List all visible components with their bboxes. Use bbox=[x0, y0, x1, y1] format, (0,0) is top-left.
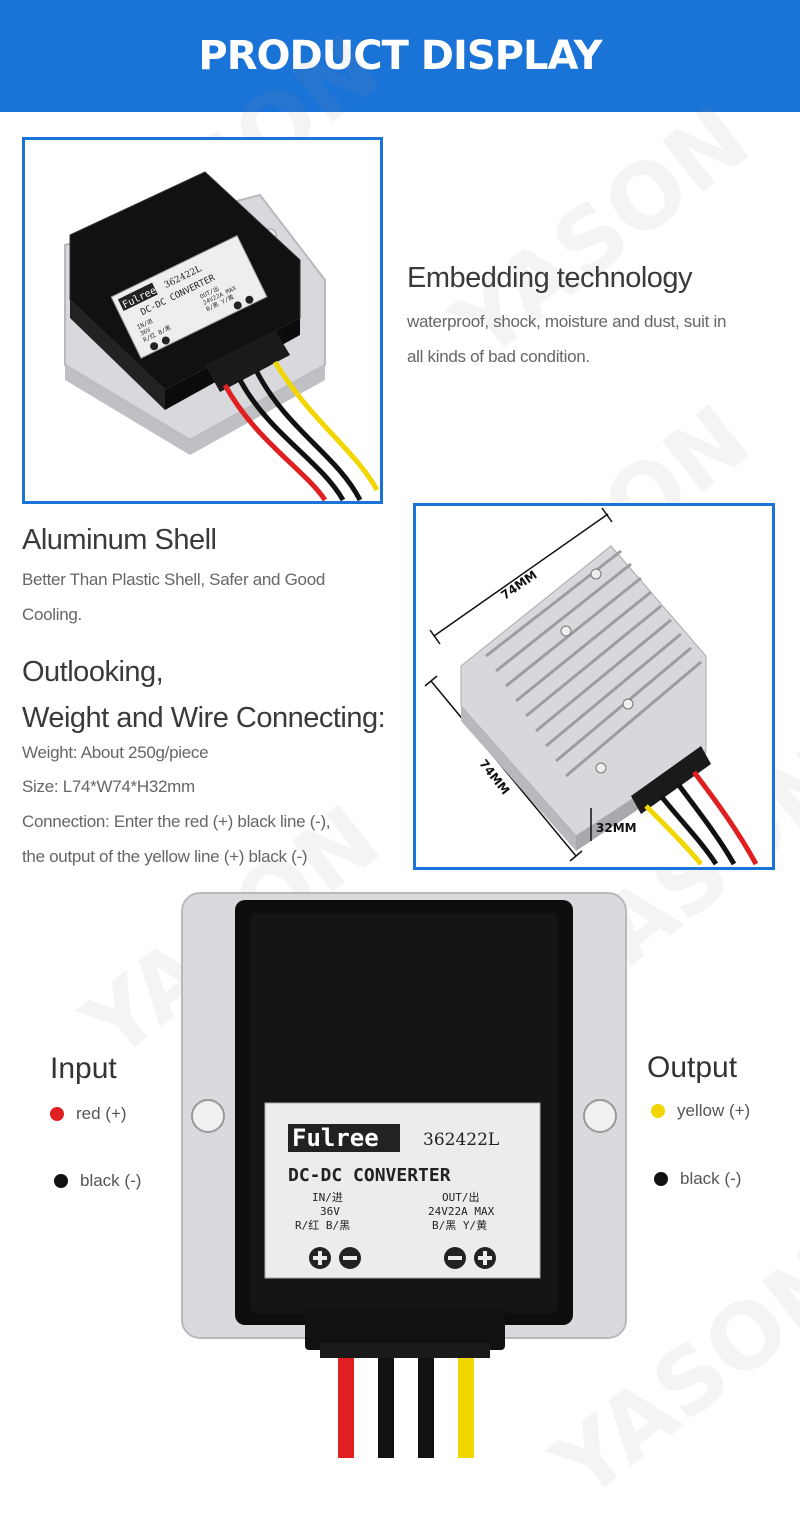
black-dot-icon bbox=[54, 1174, 68, 1188]
aluminum-desc-line2: Cooling. bbox=[22, 605, 82, 624]
aluminum-title: Aluminum Shell bbox=[22, 524, 217, 556]
connection-text-line2: the output of the yellow line (+) black … bbox=[22, 847, 308, 866]
watermark: YASON bbox=[434, 85, 769, 380]
plus-icon bbox=[309, 1247, 331, 1269]
plus-icon bbox=[474, 1247, 496, 1269]
small-label-in-voltage: 36V bbox=[139, 326, 152, 337]
input-red-label: red (+) bbox=[76, 1104, 127, 1123]
label-out-rating: 24V22A MAX bbox=[428, 1205, 495, 1218]
weight-text: Weight: About 250g/piece bbox=[22, 743, 209, 762]
converter-front-image: Fulree 362422L DC-DC CONVERTER IN/进 36V … bbox=[64, 171, 380, 501]
size-text: Size: L74*W74*H32mm bbox=[22, 777, 195, 796]
dimension-height: 32MM bbox=[596, 821, 637, 835]
embedding-title: Embedding technology bbox=[407, 262, 693, 294]
label-brand: Fulree bbox=[292, 1124, 379, 1152]
input-black-label: black (-) bbox=[80, 1171, 142, 1190]
output-yellow-label: yellow (+) bbox=[677, 1101, 751, 1120]
label-out-wires: B/黑 Y/黄 bbox=[432, 1218, 487, 1232]
label-out-title: OUT/出 bbox=[442, 1190, 480, 1204]
outlooking-title-line2: Weight and Wire Connecting: bbox=[22, 702, 386, 734]
output-yellow-item: yellow (+) bbox=[651, 1101, 750, 1121]
dimension-length: 74MM bbox=[498, 568, 539, 603]
product-photo-front: Fulree 362422L DC-DC CONVERTER IN/进 36V … bbox=[22, 137, 383, 504]
embedding-desc-line1: waterproof, shock, moisture and dust, su… bbox=[407, 312, 727, 331]
connection-text-line1: Connection: Enter the red (+) black line… bbox=[22, 812, 331, 831]
output-black-label: black (-) bbox=[680, 1169, 742, 1188]
input-title: Input bbox=[50, 1052, 117, 1085]
embedding-desc-line2: all kinds of bad condition. bbox=[407, 347, 590, 366]
page-header: PRODUCT DISPLAY bbox=[0, 0, 800, 112]
input-red-item: red (+) bbox=[50, 1104, 127, 1124]
label-in-title: IN/进 bbox=[312, 1191, 343, 1204]
heatsink-dimension-image: 74MM 74MM 32MM bbox=[424, 507, 759, 866]
input-black-item: black (-) bbox=[54, 1171, 141, 1191]
label-in-voltage: 36V bbox=[320, 1205, 340, 1218]
minus-icon bbox=[444, 1247, 466, 1269]
yellow-dot-icon bbox=[651, 1104, 665, 1118]
output-title: Output bbox=[647, 1051, 738, 1084]
outlooking-title-line1: Outlooking, bbox=[22, 656, 164, 688]
minus-icon bbox=[339, 1247, 361, 1269]
product-photo-dimensions: 74MM 74MM 32MM bbox=[413, 503, 775, 870]
label-type: DC-DC CONVERTER bbox=[288, 1165, 451, 1186]
label-in-wires: R/红 B/黑 bbox=[295, 1219, 350, 1232]
red-dot-icon bbox=[50, 1107, 64, 1121]
aluminum-desc-line1: Better Than Plastic Shell, Safer and Goo… bbox=[22, 570, 326, 589]
converter-large-image: Fulree 362422L DC-DC CONVERTER IN/进 36V … bbox=[181, 892, 627, 1458]
output-black-item: black (-) bbox=[654, 1169, 741, 1189]
label-model: 362422L bbox=[423, 1130, 499, 1150]
black-dot-icon bbox=[654, 1172, 668, 1186]
page-title: PRODUCT DISPLAY bbox=[198, 33, 602, 79]
